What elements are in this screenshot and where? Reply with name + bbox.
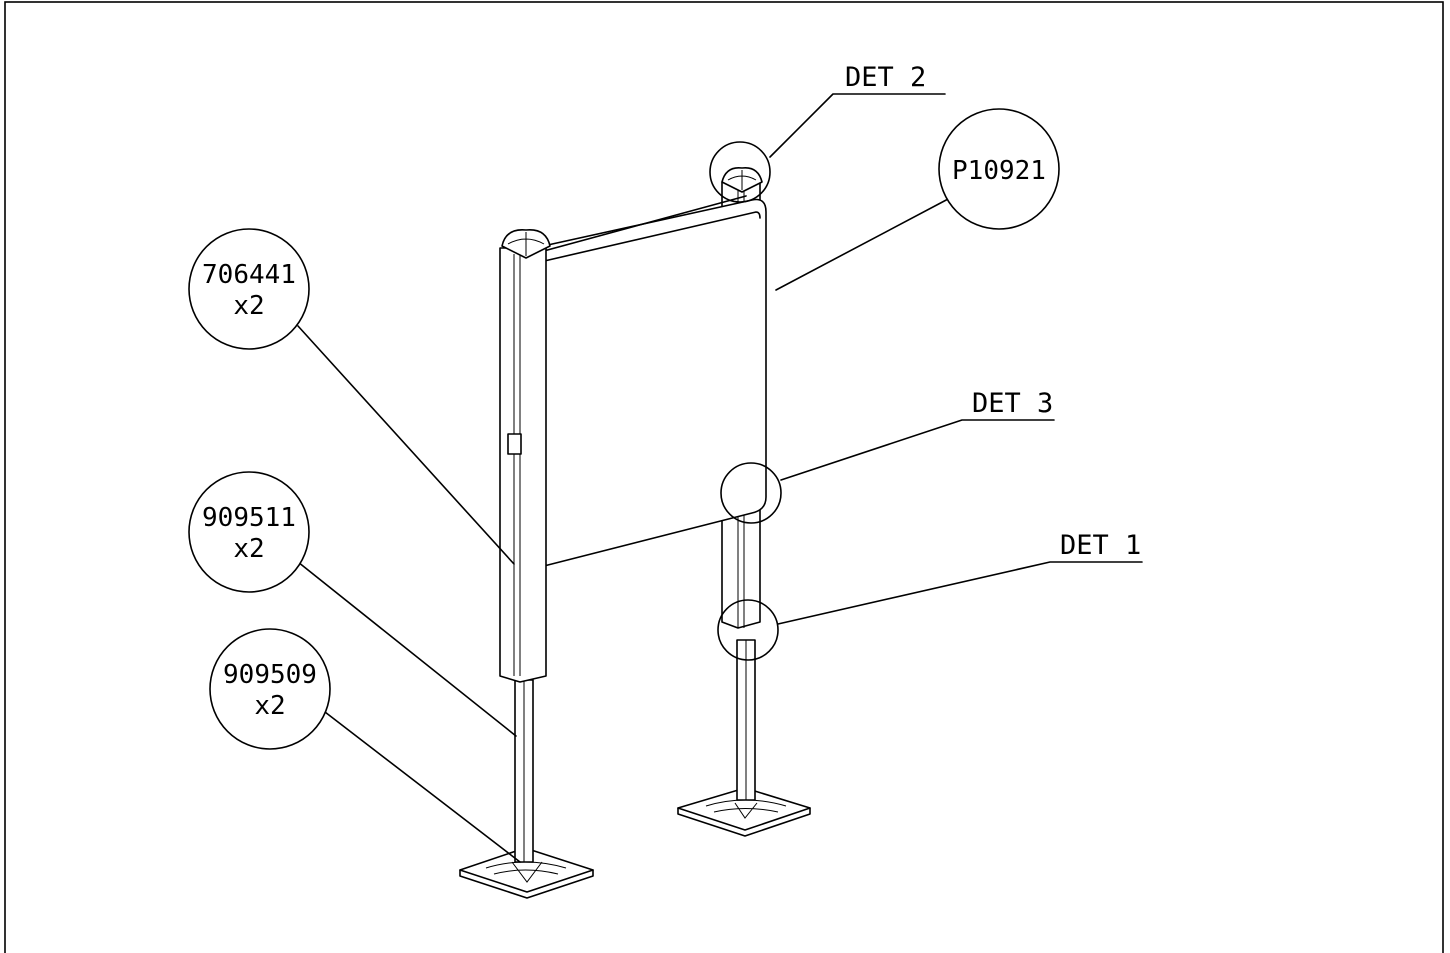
balloon-part-number: P10921 [952, 156, 1046, 186]
detail-circle-2 [709, 141, 771, 203]
sign-panel [517, 195, 767, 569]
balloon-part-number: 909509 [223, 660, 317, 690]
balloon-p10921: P10921 [938, 108, 1060, 230]
callout-det-1: DET 1 [1060, 530, 1141, 561]
balloon-909511: 909511 x2 [188, 471, 310, 593]
callout-det-3: DET 3 [972, 388, 1053, 419]
balloon-909509: 909509 x2 [209, 628, 331, 750]
balloon-part-number: 706441 [202, 260, 296, 290]
drawing-frame [4, 1, 1444, 953]
balloon-quantity: x2 [254, 691, 285, 721]
balloon-quantity: x2 [233, 291, 264, 321]
callout-leaders [297, 93, 1143, 863]
balloon-part-number: 909511 [202, 503, 296, 533]
front-post [459, 229, 594, 899]
detail-circle-1 [717, 599, 779, 661]
balloon-quantity: x2 [233, 534, 264, 564]
balloon-706441: 706441 x2 [188, 228, 310, 350]
detail-circle-3 [720, 462, 782, 524]
callout-det-2: DET 2 [845, 62, 926, 93]
